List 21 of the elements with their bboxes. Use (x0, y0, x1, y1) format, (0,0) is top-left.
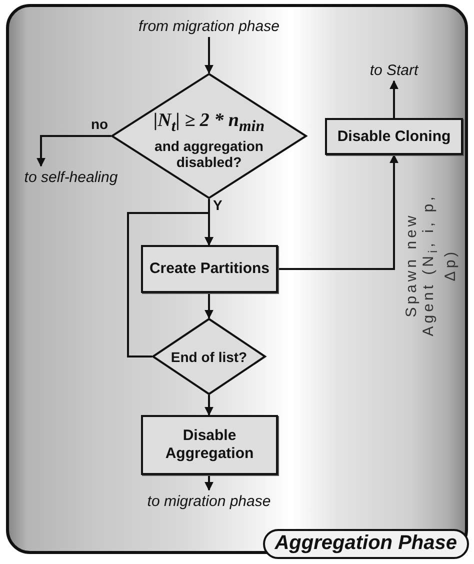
flow-arrow (204, 475, 214, 491)
flow-arrow (127, 212, 214, 358)
flow-arrow (36, 135, 111, 167)
process-box: Create Partitions (141, 245, 278, 293)
edge-label: no (91, 116, 108, 132)
flow-terminal-text: to Start (370, 62, 418, 78)
flow-arrow (204, 293, 214, 319)
flow-terminal-text: from migration phase (138, 18, 280, 34)
condition-text: End of list? (170, 348, 248, 364)
flow-arrow (278, 154, 398, 270)
flow-arrow (204, 395, 214, 416)
flow-arrow (204, 37, 214, 74)
condition-text: and aggregation disabled? (154, 138, 264, 170)
flow-arrow (390, 80, 398, 118)
flow-terminal-text: to self-healing (24, 168, 118, 186)
condition-formula: |N$_{t}$| ≥ 2 * n$_{min}$ (153, 110, 264, 137)
edge-label: Y (213, 197, 222, 213)
process-box: Disable Aggregation (141, 415, 278, 475)
phase-title: Aggregation Phase (262, 529, 469, 559)
flow-terminal-text: to migration phase (147, 492, 271, 510)
process-box: Disable Cloning (325, 118, 463, 155)
